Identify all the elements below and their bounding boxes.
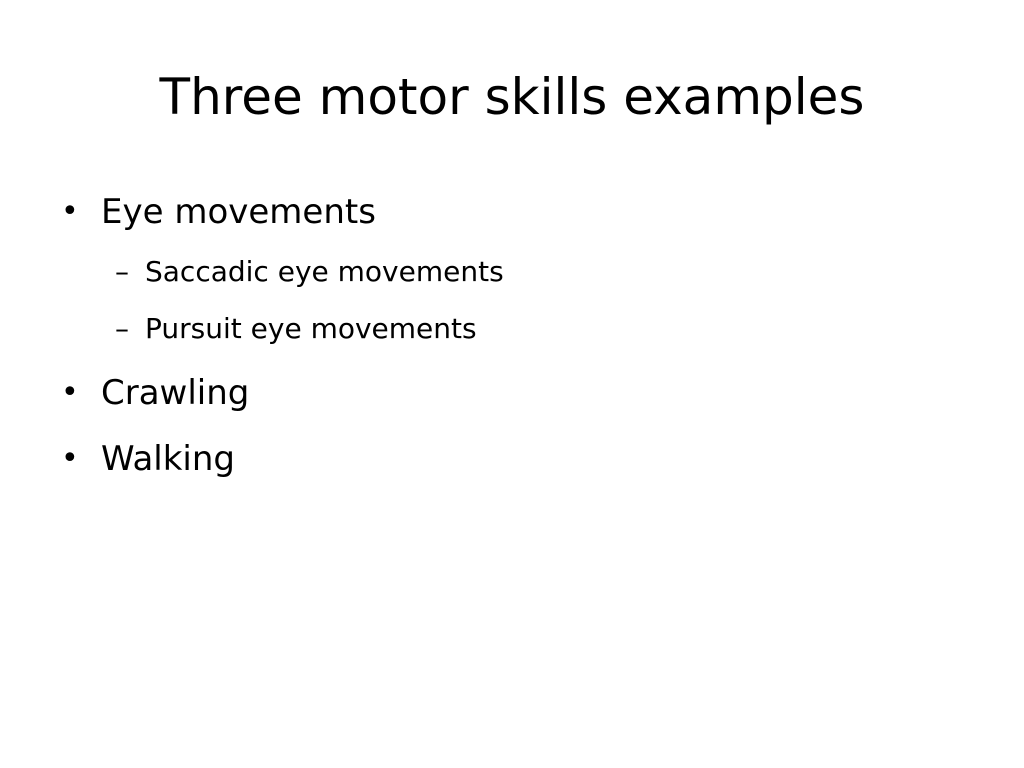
bullet-text: Walking	[101, 439, 235, 479]
sub-bullet-item-saccadic: – Saccadic eye movements	[115, 253, 745, 291]
bullet-text: Crawling	[101, 373, 250, 413]
bullet-item-crawling: • Crawling	[61, 371, 701, 415]
bullet-marker: •	[61, 194, 79, 229]
sub-bullet-text: Saccadic eye movements	[145, 255, 504, 288]
bullet-item-walking: • Walking	[61, 437, 701, 481]
bullet-text: Eye movements	[101, 192, 376, 232]
sub-bullet-marker: –	[115, 312, 129, 345]
sub-bullet-text: Pursuit eye movements	[145, 312, 477, 345]
bullet-marker: •	[61, 375, 79, 410]
bullet-marker: •	[61, 441, 79, 476]
slide-title: Three motor skills examples	[159, 68, 865, 126]
sub-bullet-marker: –	[115, 255, 129, 288]
bullet-item-eye-movements: • Eye movements	[61, 190, 701, 234]
sub-bullet-item-pursuit: – Pursuit eye movements	[115, 310, 745, 348]
